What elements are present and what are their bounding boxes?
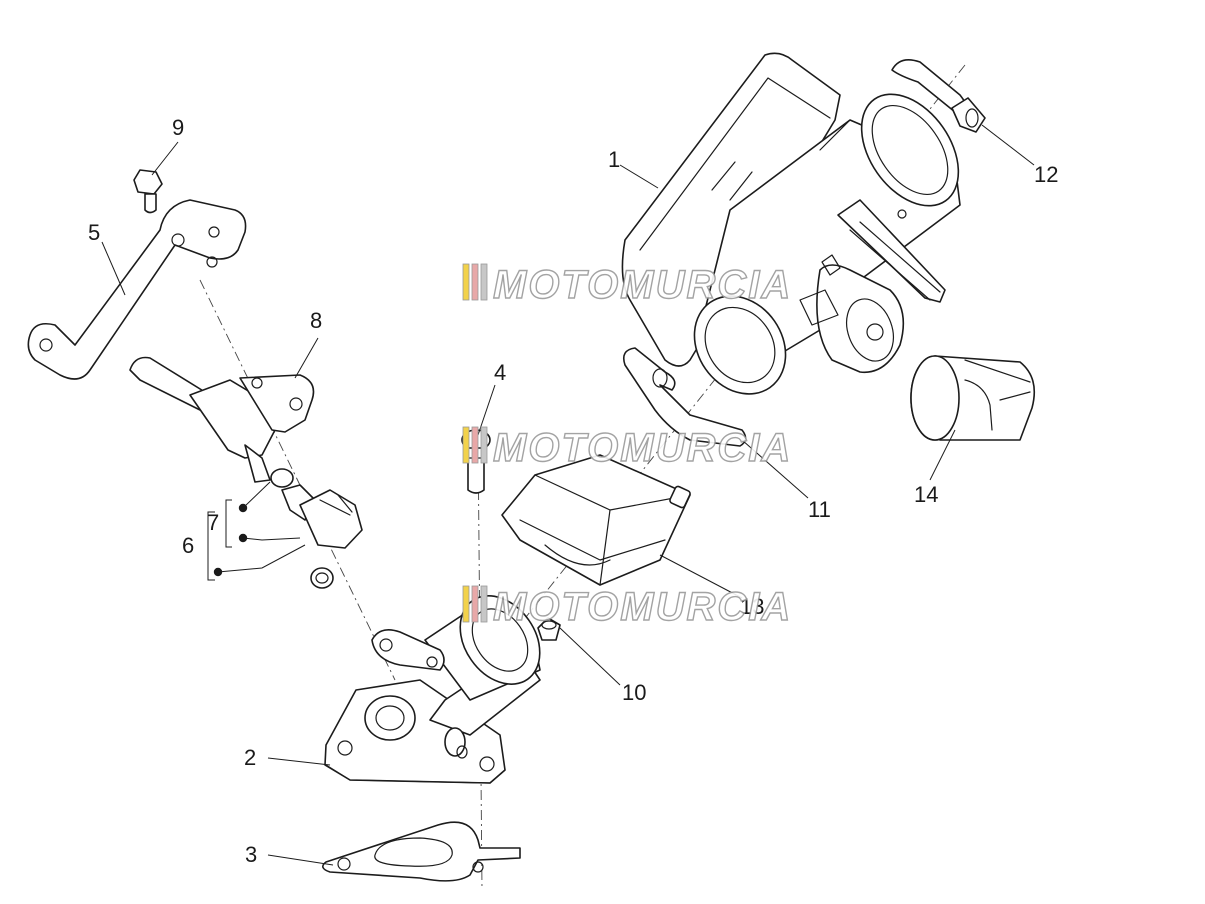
axis-line-bolt (477, 429, 483, 891)
injector (270, 468, 363, 589)
leader-line (242, 537, 301, 541)
hose-clamp (891, 59, 986, 133)
watermark-logo: MOTOMURCIA (462, 584, 792, 630)
leader-line (217, 544, 306, 573)
callout-8: 8 (310, 308, 322, 333)
intake-manifold (324, 595, 541, 784)
svg-text:MOTOMURCIA: MOTOMURCIA (493, 263, 792, 307)
svg-text:MOTOMURCIA: MOTOMURCIA (493, 426, 792, 470)
callout-12: 12 (1034, 162, 1058, 187)
leader-line (242, 481, 271, 509)
callout-3: 3 (245, 842, 257, 867)
throttle-body (621, 52, 961, 395)
callout-14: 14 (914, 482, 938, 507)
leader-line (151, 141, 179, 176)
connector-sleeve (501, 454, 691, 586)
leader-line (619, 164, 659, 189)
svg-text:MOTOMURCIA: MOTOMURCIA (493, 585, 792, 629)
callout-5: 5 (88, 220, 100, 245)
bracket (27, 199, 247, 380)
watermark-logo: MOTOMURCIA (462, 262, 792, 308)
leader-line (981, 124, 1035, 166)
gasket (322, 821, 521, 882)
callout-1: 1 (608, 147, 620, 172)
leader-line (267, 757, 331, 766)
callout-10: 10 (622, 680, 646, 705)
map-sensor (129, 356, 315, 483)
callout-13: 13 (740, 594, 764, 619)
callout-4: 4 (494, 360, 506, 385)
watermark-logo: MOTOMURCIA (462, 425, 792, 471)
callout-11: 11 (808, 497, 831, 522)
callout-6-bracket (207, 511, 215, 581)
leader-line (294, 337, 319, 379)
small-screw (537, 617, 561, 641)
callout-7-bracket (225, 499, 232, 548)
leader-line (929, 429, 956, 481)
callout-6: 6 (182, 533, 194, 558)
leader-line (101, 241, 126, 296)
sensor-cap (910, 355, 1036, 441)
callout-7: 7 (207, 510, 219, 535)
leader-line (267, 854, 334, 866)
axis-line-bracket (199, 279, 396, 681)
leader-line (741, 439, 809, 499)
bracket-screw (133, 169, 163, 214)
callout-2: 2 (244, 745, 256, 770)
leader-line (659, 554, 743, 599)
leader-line (559, 627, 621, 686)
callout-9: 9 (172, 115, 184, 140)
cable-clamp (622, 347, 747, 447)
